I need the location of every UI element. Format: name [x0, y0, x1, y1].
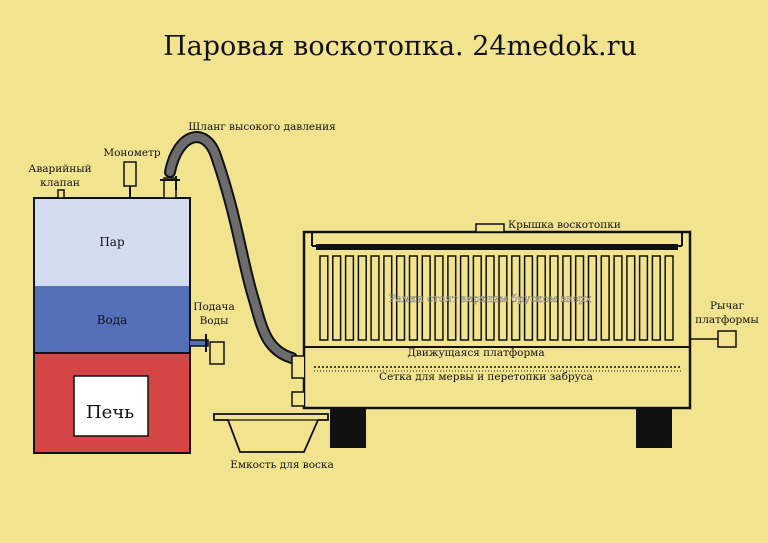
melter-leg-right	[636, 408, 672, 448]
frame-bar	[511, 255, 521, 341]
frame-bar	[395, 255, 406, 341]
lid-handle	[475, 223, 505, 233]
wax-container-label: Емкость для воска	[230, 459, 334, 471]
frame-bar	[664, 255, 674, 341]
emergency-valve: Аварийный клапан	[28, 163, 92, 199]
water-feed-label-1: Подача	[193, 301, 234, 313]
frame-bar	[523, 255, 534, 341]
frames-label: Рамки стоят верхним бруском вверх	[389, 293, 592, 305]
frame-bar	[574, 255, 585, 341]
high-pressure-hose: Шланг высокого давления	[164, 121, 336, 364]
frame-bar	[549, 255, 559, 341]
frame-bar	[613, 255, 623, 341]
frame-bar	[370, 255, 380, 341]
frame-bar	[498, 255, 508, 341]
diagram-title: Паровая воскотопка. 24medok.ru	[163, 31, 637, 62]
boiler-steam-zone	[34, 198, 190, 286]
frame-bar	[447, 255, 457, 341]
boiler: Пар Вода	[33, 197, 191, 354]
lid-label: Крышка воскотопки	[508, 219, 621, 231]
frame-bar	[485, 255, 495, 341]
frame-bar	[332, 255, 342, 341]
frame-bar	[319, 255, 329, 341]
wax-container: Емкость для воска	[213, 413, 334, 471]
frame-bar	[638, 255, 649, 341]
melter-leg-left	[330, 408, 366, 448]
water-feed-label-2: Воды	[200, 315, 229, 327]
lever-label-2: платформы	[695, 314, 759, 326]
steam-outlet	[160, 176, 180, 199]
lever-label-1: Рычаг	[710, 300, 745, 312]
frame-bar	[562, 255, 572, 341]
frame-bar	[408, 255, 419, 341]
frame-bar	[344, 255, 355, 341]
mesh-label: Сетка для мервы и перетопки забруса	[379, 371, 593, 383]
stove: Печь	[33, 352, 191, 454]
stove-door	[73, 375, 149, 437]
frame-bar	[383, 255, 393, 341]
emergency-valve-label-1: Аварийный	[28, 163, 91, 175]
wax-melter-chamber: Крышка воскотопки	[291, 219, 692, 410]
water-feed: Подача Воды	[190, 301, 235, 365]
platform-label: Движущаяся платформа	[407, 347, 544, 359]
frame-bar	[626, 255, 636, 341]
frames-group	[319, 255, 674, 341]
frame-bar	[536, 255, 546, 341]
manometer-label: Монометр	[103, 147, 161, 159]
frame-bar	[421, 255, 431, 341]
stove-label: Печь	[86, 402, 134, 423]
frame-bar	[357, 255, 367, 341]
frame-bar	[600, 255, 610, 341]
frame-bar	[651, 255, 661, 341]
frame-bar	[587, 255, 598, 341]
frame-bar	[434, 255, 444, 341]
manometer: Монометр	[103, 147, 161, 198]
water-label: Вода	[97, 313, 128, 327]
frame-bar	[459, 255, 470, 341]
hose-label: Шланг высокого давления	[188, 121, 336, 133]
platform-lever: Рычаг платформы	[690, 300, 759, 348]
frame-bar	[472, 255, 482, 341]
emergency-valve-label-2: клапан	[40, 177, 80, 189]
steam-label: Пар	[99, 235, 125, 249]
boiler-water-zone	[34, 286, 190, 353]
